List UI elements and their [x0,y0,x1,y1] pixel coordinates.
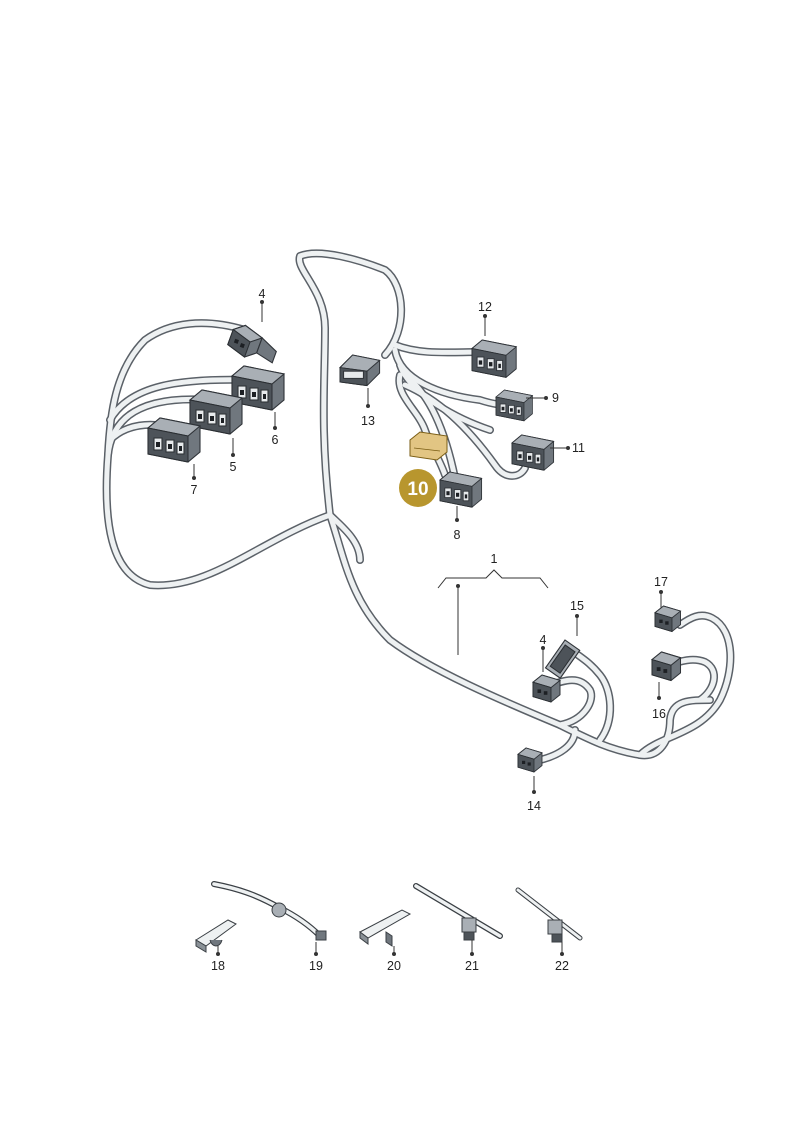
highlight-number: 10 [407,479,428,500]
cable-segment-fill [396,372,448,478]
label-20: 20 [387,959,401,973]
label-1: 1 [491,552,498,566]
label-9: 9 [552,391,559,405]
highlight-badge [399,469,437,507]
part-labels: 1 4 4 5 6 7 8 9 11 12 13 14 [191,287,668,973]
cable-segment-fill [672,657,717,703]
cable-segment-fill [107,377,253,423]
label-4-bottom: 4 [540,633,547,647]
cable-tie-19 [211,881,327,941]
label-13: 13 [361,414,375,428]
cable-segment-fill [327,512,363,563]
cable-segment-fill [537,727,578,763]
connector-8 [439,471,483,508]
cable-segment-fill [402,382,528,479]
part-10-highlighted: 10 [399,431,448,507]
cable-segment-fill [402,372,458,481]
connector-4-top [225,321,277,364]
label-6: 6 [272,433,279,447]
label-15: 15 [570,599,584,613]
connector-7 [147,417,201,463]
label-12: 12 [478,300,492,314]
cable-tie-22 [515,887,583,943]
connector-11 [511,434,555,471]
cable-segment-fill [545,677,594,728]
label-19: 19 [309,959,323,973]
cable-segment-fill [637,613,733,758]
label-22: 22 [555,959,569,973]
cable-tie-21 [413,883,503,941]
connector-16 [651,651,682,682]
cable-segment [102,319,334,590]
label-4-top: 4 [259,287,266,301]
connector-17 [654,605,681,632]
connector-9 [495,389,533,422]
connector-4-bottom [532,674,561,703]
label-5: 5 [230,460,237,474]
label-17: 17 [654,575,668,589]
connector-13 [338,354,381,387]
label-14: 14 [527,799,541,813]
connector-15 [544,639,581,679]
cable-segment-fill [392,342,483,355]
cable-segment [636,611,735,759]
fastener-18 [195,919,237,953]
bracket-1 [437,569,549,589]
label-18: 18 [211,959,225,973]
label-16: 16 [652,707,666,721]
label-21: 21 [465,959,479,973]
clip-20 [359,909,412,947]
label-7: 7 [191,483,198,497]
cable-segment-fill [575,652,613,743]
cable-segment-fill [297,250,404,518]
connector-14 [517,747,543,773]
harness-cables [102,249,735,764]
connector-12 [471,339,517,378]
cable-segment-fill [105,396,213,458]
label-11: 11 [572,441,585,455]
cable-segment-fill [104,320,333,588]
label-8: 8 [454,528,461,542]
